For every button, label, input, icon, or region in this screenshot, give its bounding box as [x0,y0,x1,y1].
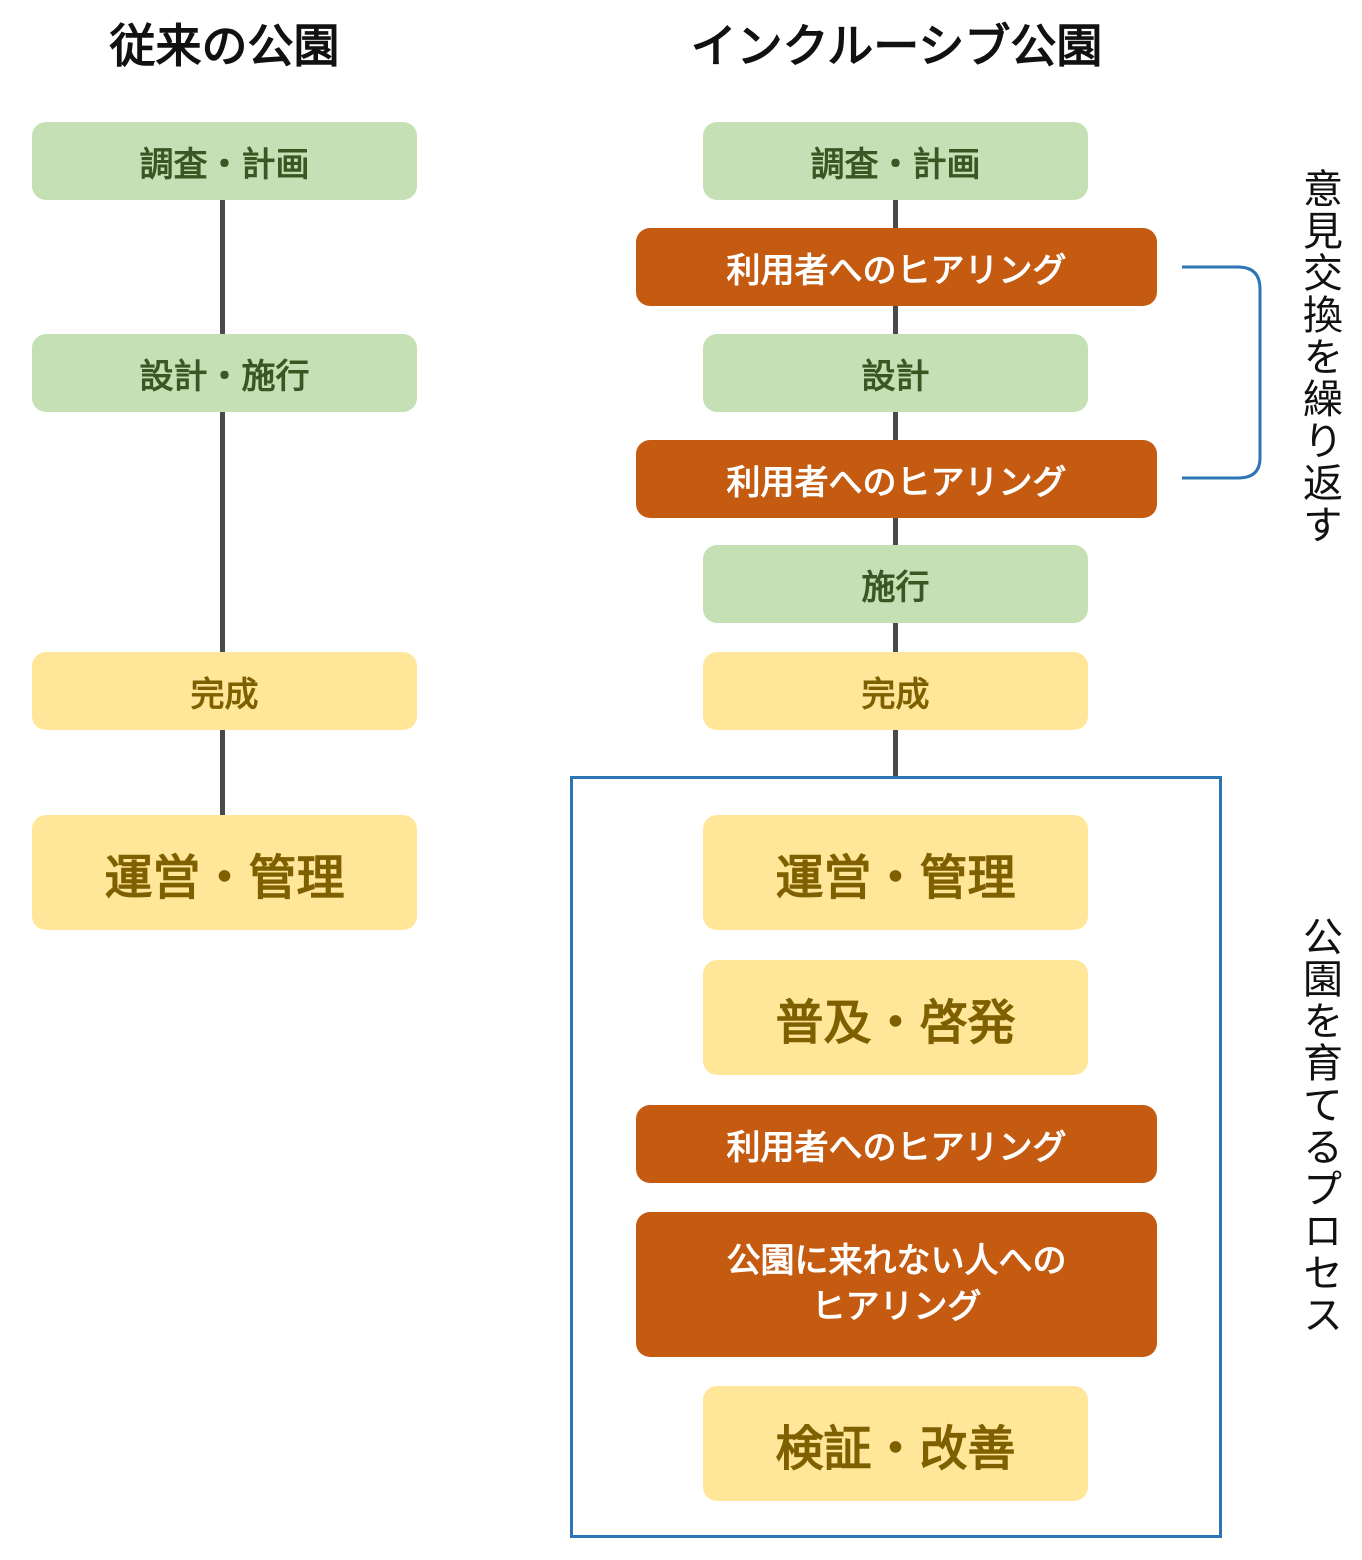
right-connector-2 [893,304,898,336]
right-promote-educate-label: 普及・啓発 [775,994,1016,1051]
right-user-hearing-step-1: 利用者へのヒアリング [636,228,1157,306]
left-operate-manage-label: 運営・管理 [104,849,345,906]
park-growing-process-annotation: 公園を育てるプロセス [1296,916,1342,1336]
right-operate-manage-label: 運営・管理 [775,849,1016,906]
park-growing-process-frame [570,776,1222,1538]
right-design-step: 設計 [703,334,1088,412]
right-connector-5 [893,621,898,654]
right-complete-step: 完成 [703,652,1088,730]
left-design-build-label: 設計・施行 [139,356,310,397]
right-promote-educate-step: 普及・啓発 [703,960,1088,1075]
right-build-step: 施行 [703,545,1088,623]
right-verify-improve-label: 検証・改善 [775,1420,1016,1477]
right-operate-manage-step: 運営・管理 [703,815,1088,930]
right-connector-1 [893,198,898,230]
right-design-label: 設計 [861,356,930,397]
right-verify-improve-step: 検証・改善 [703,1386,1088,1501]
left-design-build-step: 設計・施行 [32,334,417,412]
right-connector-6 [893,728,898,778]
right-absent-people-hearing-step: 公園に来れない人への ヒアリング [636,1212,1157,1357]
right-user-hearing-step-2: 利用者へのヒアリング [636,440,1157,518]
repeat-loop-bracket [1182,265,1262,480]
right-survey-plan-label: 調査・計画 [810,144,981,185]
right-connector-4 [893,516,898,547]
left-complete-label: 完成 [190,674,259,715]
left-connector-2 [220,410,225,654]
right-user-hearing-step-3: 利用者へのヒアリング [636,1105,1157,1183]
left-operate-manage-step: 運営・管理 [32,815,417,930]
right-survey-plan-step: 調査・計画 [703,122,1088,200]
left-survey-plan-label: 調査・計画 [139,144,310,185]
left-connector-3 [220,728,225,818]
right-build-label: 施行 [861,567,930,608]
traditional-park-title: 従来の公園 [109,19,340,73]
right-user-hearing-label-1: 利用者へのヒアリング [726,250,1067,291]
right-absent-people-hearing-line1: 公園に来れない人への [726,1240,1067,1281]
right-absent-people-hearing-line2: ヒアリング [811,1286,982,1327]
right-user-hearing-label-2: 利用者へのヒアリング [726,462,1067,503]
right-complete-label: 完成 [861,674,930,715]
right-user-hearing-label-3: 利用者へのヒアリング [726,1127,1067,1168]
left-complete-step: 完成 [32,652,417,730]
left-connector-1 [220,198,225,336]
repeat-exchange-annotation: 意見交換を繰り返す [1296,168,1342,546]
right-connector-3 [893,410,898,442]
left-survey-plan-step: 調査・計画 [32,122,417,200]
inclusive-park-title: インクルーシブ公園 [690,19,1103,73]
